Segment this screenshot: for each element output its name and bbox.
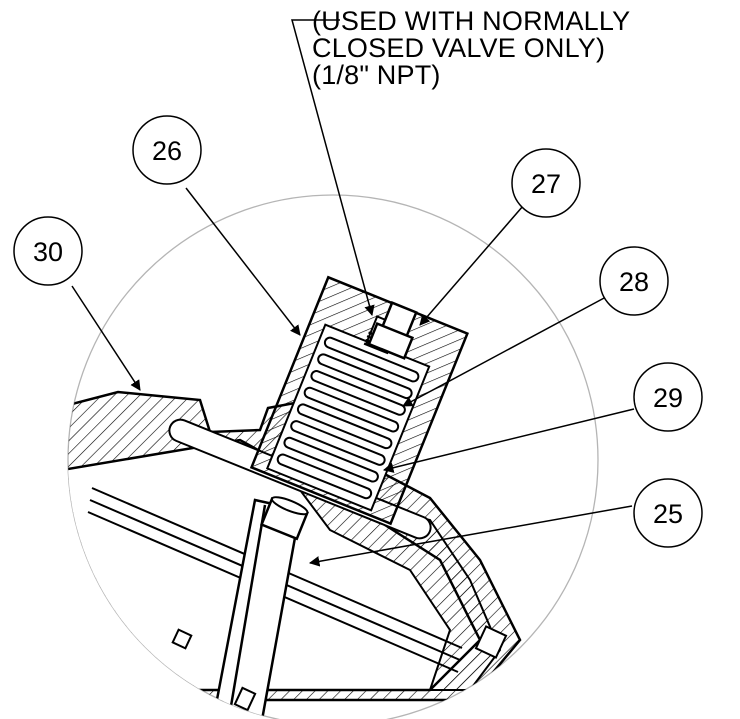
note-line-2: CLOSED VALVE ONLY) bbox=[312, 33, 606, 63]
note-line-1: (USED WITH NORMALLY bbox=[312, 6, 631, 36]
nut-part-25 bbox=[259, 496, 309, 541]
note-leader-line bbox=[291, 19, 375, 317]
svg-text:27: 27 bbox=[531, 169, 561, 199]
balloon-29: 29 bbox=[633, 362, 703, 432]
svg-text:30: 30 bbox=[33, 237, 63, 267]
note-line-3: (1/8" NPT) bbox=[312, 60, 441, 90]
balloon-26: 26 bbox=[132, 115, 202, 185]
balloon-30: 30 bbox=[13, 216, 83, 286]
spring-coils bbox=[276, 336, 420, 500]
balloon-25: 25 bbox=[633, 478, 703, 548]
svg-text:26: 26 bbox=[152, 136, 182, 166]
balloon-28: 28 bbox=[599, 246, 669, 316]
svg-text:29: 29 bbox=[653, 383, 683, 413]
balloon-leaders bbox=[71, 187, 635, 567]
svg-text:28: 28 bbox=[619, 267, 649, 297]
svg-text:25: 25 bbox=[653, 499, 683, 529]
balloon-27: 27 bbox=[511, 148, 581, 218]
plug-fitting-part-27 bbox=[367, 301, 418, 360]
